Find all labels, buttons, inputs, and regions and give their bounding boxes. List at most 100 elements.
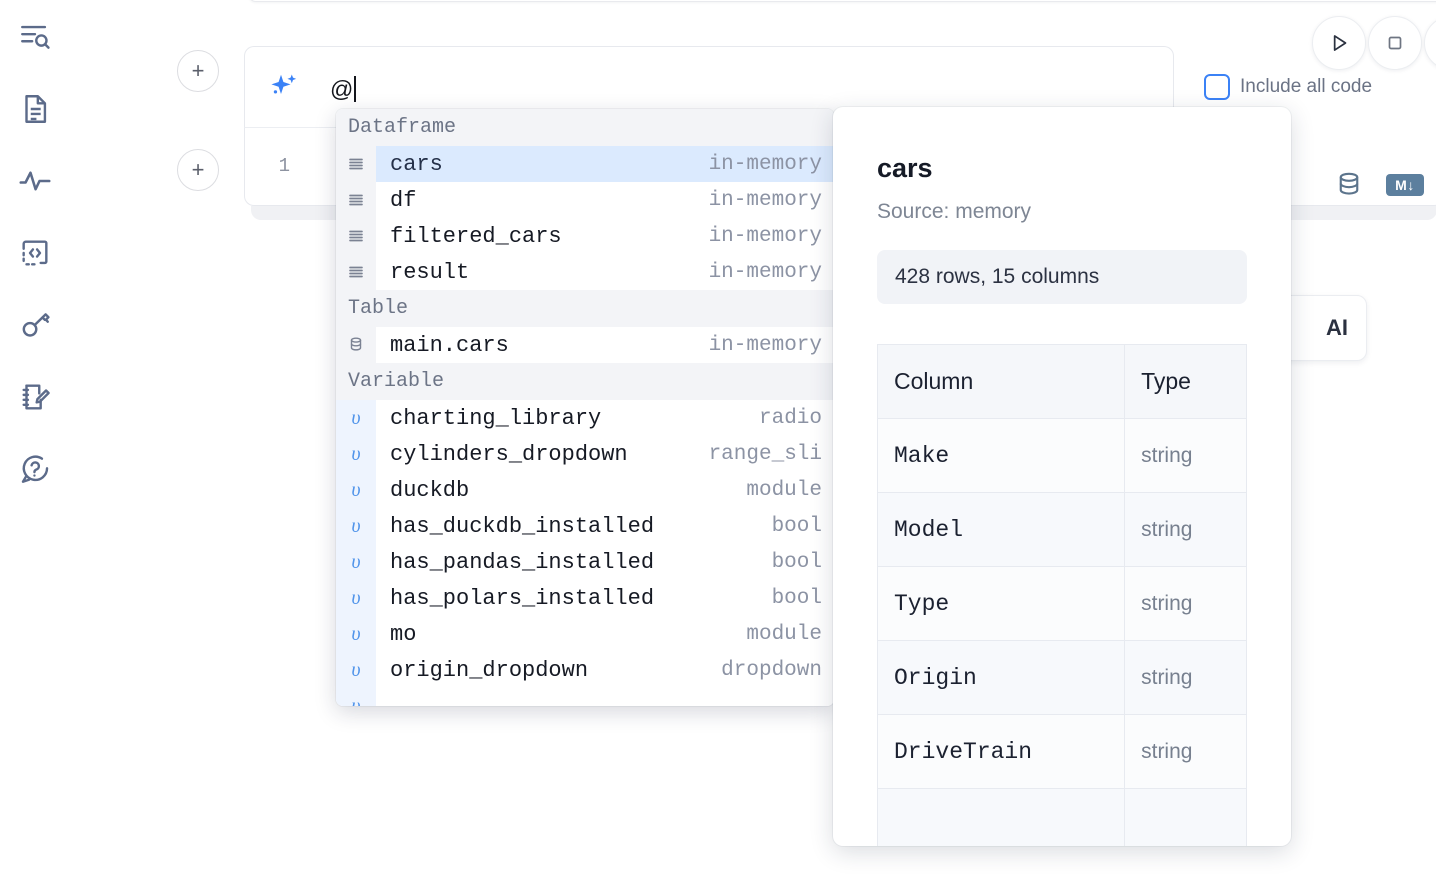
include-all-code-checkbox[interactable] (1204, 74, 1230, 100)
doc-column-type (1124, 788, 1247, 846)
variable-icon: υ (351, 694, 361, 707)
outline-search-icon[interactable] (12, 14, 58, 60)
key-icon[interactable] (12, 302, 58, 348)
database-table-icon (350, 337, 362, 351)
doc-column-type: string (1124, 418, 1247, 493)
autocomplete-item-type: bool (771, 550, 822, 574)
autocomplete-item-type: module (746, 622, 822, 646)
dataframe-rows-icon (336, 182, 376, 218)
add-cell-button-bottom[interactable]: + (177, 149, 219, 191)
doc-shape-badge: 428 rows, 15 columns (877, 250, 1247, 304)
autocomplete-item-label: main.cars (390, 332, 509, 358)
autocomplete-item-label: mo (390, 621, 417, 647)
autocomplete-item-type: radio (758, 406, 822, 430)
variable-icon: υ (351, 514, 361, 537)
autocomplete-item[interactable]: υ has_pandas_installed bool (336, 544, 834, 580)
autocomplete-item-type: in-memory (708, 224, 822, 248)
variable-icon: υ (336, 472, 376, 508)
autocomplete-item[interactable]: df in-memory (336, 182, 834, 218)
help-chat-icon[interactable] (12, 446, 58, 492)
doc-column-name (876, 788, 1126, 846)
stop-button[interactable] (1368, 16, 1422, 70)
database-table-icon (336, 327, 376, 363)
variable-icon: υ (351, 550, 361, 573)
doc-table-header-cell: Column (876, 344, 1126, 419)
database-icon[interactable] (1334, 170, 1364, 205)
autocomplete-item-label: has_pandas_installed (390, 549, 655, 575)
dataframe-rows-icon (336, 146, 376, 182)
include-all-code-label: Include all code (1240, 76, 1373, 97)
autocomplete-item[interactable]: υ (336, 688, 834, 706)
autocomplete-item-type: bool (771, 514, 822, 538)
autocomplete-item-type: dropdown (721, 658, 822, 682)
autocomplete-item-type: module (746, 478, 822, 502)
variable-icon: υ (351, 478, 361, 501)
autocomplete-section-header: Variable (336, 363, 834, 400)
notebook-edit-icon[interactable] (12, 374, 58, 420)
autocomplete-item-type: in-memory (708, 152, 822, 176)
dataframe-rows-icon (349, 230, 363, 242)
ai-prompt-input[interactable]: @ (330, 72, 357, 106)
run-button[interactable] (1312, 16, 1366, 70)
autocomplete-item[interactable]: filtered_cars in-memory (336, 218, 834, 254)
autocomplete-item-label: df (390, 187, 417, 213)
autocomplete-item-label: cars (390, 151, 443, 177)
file-document-icon[interactable] (12, 86, 58, 132)
variable-icon: υ (336, 616, 376, 652)
variable-icon: υ (336, 508, 376, 544)
doc-title: cars (877, 153, 933, 183)
doc-column-name: Model (876, 492, 1126, 567)
autocomplete-item-label: has_polars_installed (390, 585, 655, 611)
previous-cell (248, 0, 1436, 2)
variable-icon: υ (336, 688, 376, 706)
autocomplete-item-type: in-memory (708, 260, 822, 284)
variable-icon: υ (336, 652, 376, 688)
code-brackets-icon[interactable] (12, 230, 58, 276)
sparkles-icon (266, 70, 302, 106)
autocomplete-item[interactable]: υ duckdb module (336, 472, 834, 508)
variable-icon: υ (351, 442, 361, 465)
doc-source: Source: memory (877, 200, 1032, 223)
add-cell-button-top[interactable]: + (177, 50, 219, 92)
doc-column-name: Type (876, 566, 1126, 641)
autocomplete-item-label: duckdb (390, 477, 470, 503)
autocomplete-section-header: Dataframe (336, 109, 834, 146)
doc-column-type: string (1124, 714, 1247, 789)
dataframe-rows-icon (336, 254, 376, 290)
markdown-badge[interactable]: M↓ (1386, 174, 1424, 196)
autocomplete-item-type: in-memory (708, 188, 822, 212)
doc-column-type: string (1124, 640, 1247, 715)
dataframe-rows-icon (349, 266, 363, 278)
doc-column-name: DriveTrain (876, 714, 1126, 789)
autocomplete-item[interactable]: cars in-memory (336, 146, 834, 182)
variable-icon: υ (351, 586, 361, 609)
include-all-code-row[interactable]: Include all code (1204, 74, 1372, 100)
overflow-button[interactable] (1424, 16, 1436, 70)
variable-icon: υ (351, 406, 361, 429)
doc-column-type: string (1124, 492, 1247, 567)
autocomplete-section-header: Table (336, 290, 834, 327)
variable-icon: υ (336, 400, 376, 436)
activity-pulse-icon[interactable] (12, 158, 58, 204)
autocomplete-item-label: filtered_cars (390, 223, 562, 249)
doc-column-name: Origin (876, 640, 1126, 715)
dataframe-rows-icon (349, 158, 363, 170)
line-number: 1 (278, 155, 290, 177)
